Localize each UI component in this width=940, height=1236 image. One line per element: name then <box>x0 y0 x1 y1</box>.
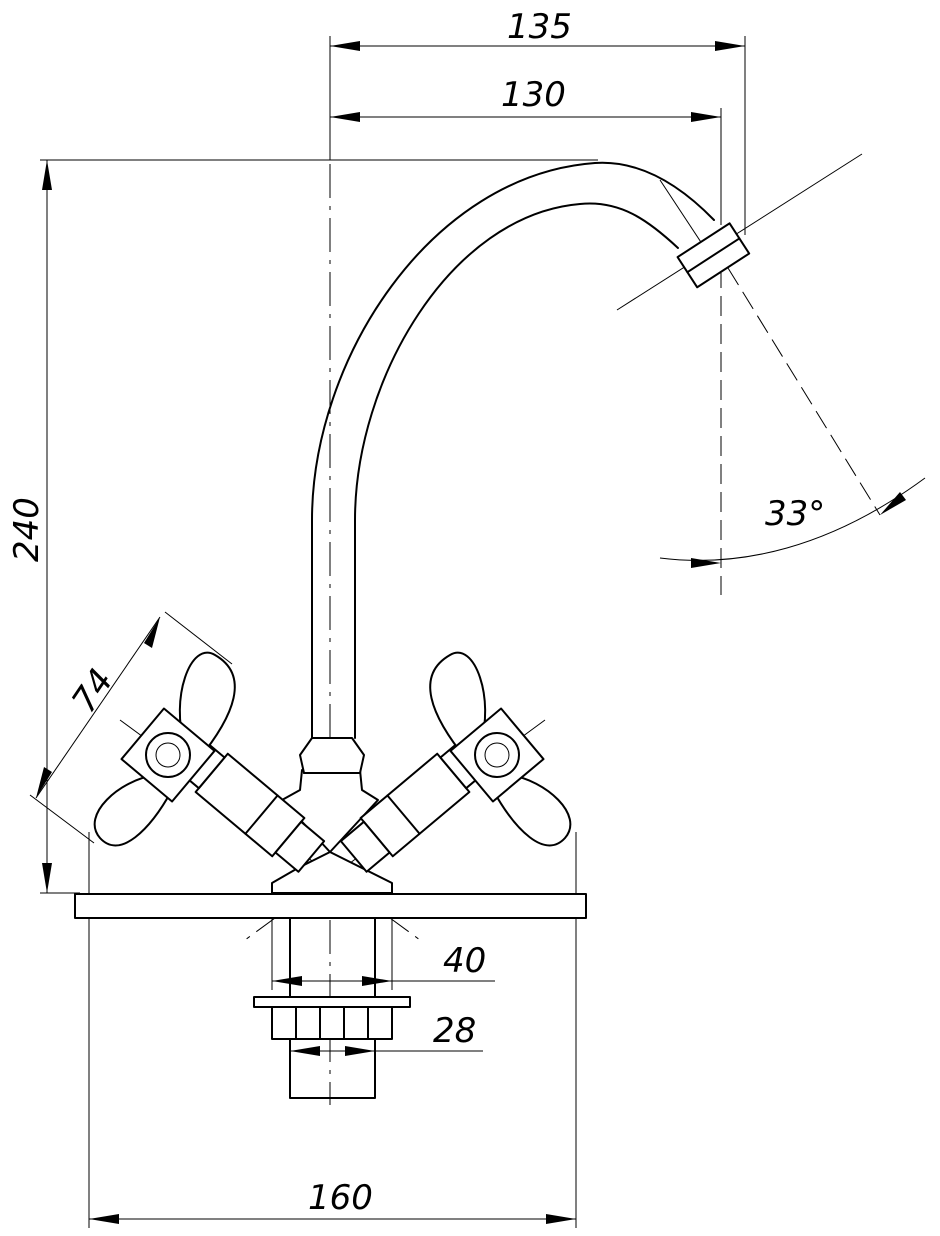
dim-130-label: 130 <box>501 75 566 115</box>
dim-135-label: 135 <box>507 7 572 47</box>
mounting-nut <box>271 1006 393 1040</box>
dim-240: 240 <box>7 160 52 893</box>
base-assembly <box>74 893 587 1099</box>
dim-28-label: 28 <box>433 1011 476 1051</box>
center-lines <box>119 110 881 1105</box>
left-handle-hub <box>145 732 191 778</box>
dim-240-label: 240 <box>7 497 47 562</box>
dim-74-label: 74 <box>64 662 121 720</box>
spout-aerator <box>676 222 751 289</box>
right-handle-hub <box>474 732 520 778</box>
spout <box>299 161 751 774</box>
right-handle-arm-bottom <box>492 774 572 847</box>
dim-160-label: 160 <box>308 1178 373 1218</box>
right-handle <box>429 651 572 847</box>
spout-collar <box>299 737 365 774</box>
dim-160: 160 <box>89 1178 576 1224</box>
dim-130: 130 <box>330 75 721 122</box>
dim-135: 135 <box>330 7 745 51</box>
dim-40: 40 <box>272 941 495 986</box>
left-handle <box>93 651 236 847</box>
left-handle-arm-bottom <box>93 774 173 847</box>
dim-28: 28 <box>290 1011 483 1056</box>
mounting-plate <box>74 893 587 919</box>
mounting-washer <box>253 996 411 1008</box>
dim-40-label: 40 <box>443 941 486 981</box>
dim-33-label: 33° <box>765 494 825 534</box>
dim-33-angle: 33° <box>659 477 926 568</box>
